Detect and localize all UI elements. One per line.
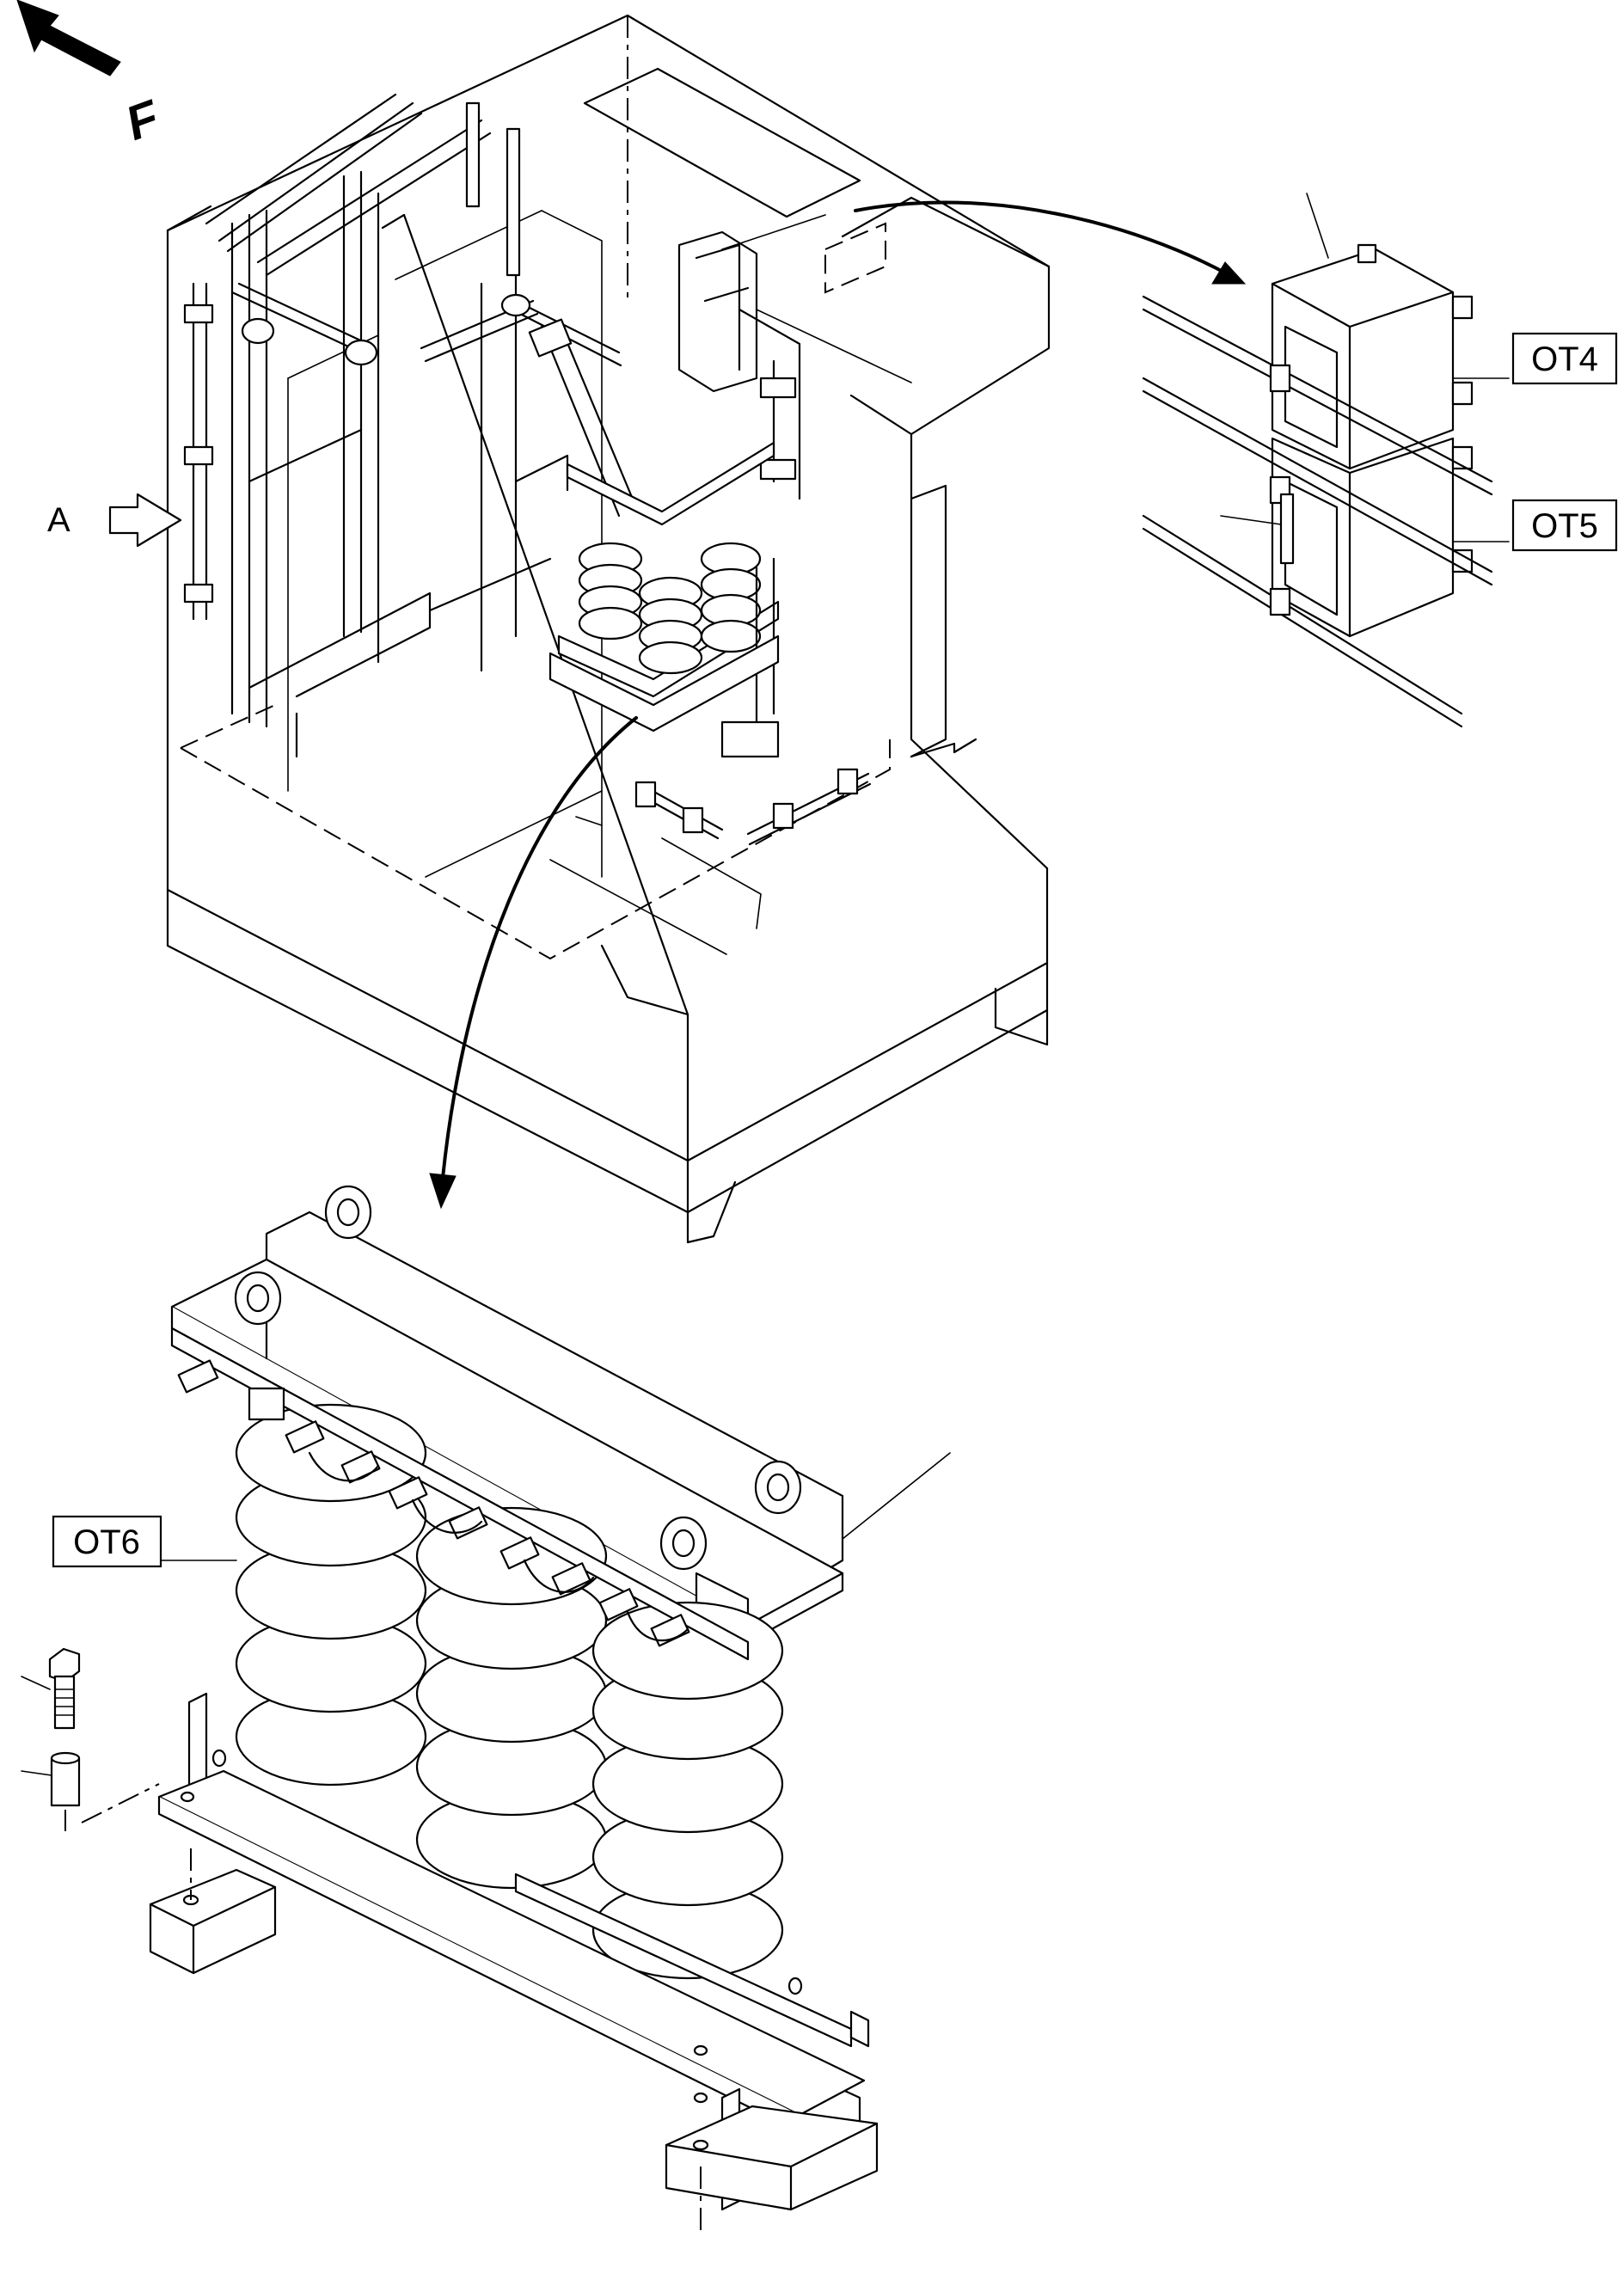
ot4-label: OT4: [1531, 340, 1598, 378]
floor-insulators: [634, 768, 872, 846]
view-a-arrow-icon: [108, 493, 182, 548]
mounting-bolt-icon: [21, 1647, 81, 1730]
front-letter-label: F: [124, 88, 161, 151]
ot4-ot5-detail: [1142, 193, 1510, 728]
cabinet-housing: [166, 14, 1051, 1244]
ot4-label-box: [1511, 332, 1618, 385]
front-direction-arrow-icon: [16, 0, 121, 77]
ot6-label: OT6: [73, 1523, 140, 1561]
spacer-sleeve-icon: [21, 1751, 81, 1831]
view-a-label: A: [47, 501, 70, 539]
curved-arrow-to-ot4: [854, 200, 1231, 277]
terminal-studs: [177, 1359, 690, 1647]
lifting-eye-icon: [234, 1185, 802, 1571]
coil-stack-left: [235, 1403, 427, 1787]
reactor-in-cabinet: [548, 441, 780, 758]
ot5-label: OT5: [1531, 507, 1598, 545]
ot6-label-box: [52, 1515, 162, 1568]
ot5-label-box: [1511, 499, 1618, 552]
curved-arrow-to-ot6: [441, 716, 638, 1180]
ot6-reactor-assembly: [81, 1185, 951, 2235]
coil-stack-right: [591, 1601, 784, 1980]
